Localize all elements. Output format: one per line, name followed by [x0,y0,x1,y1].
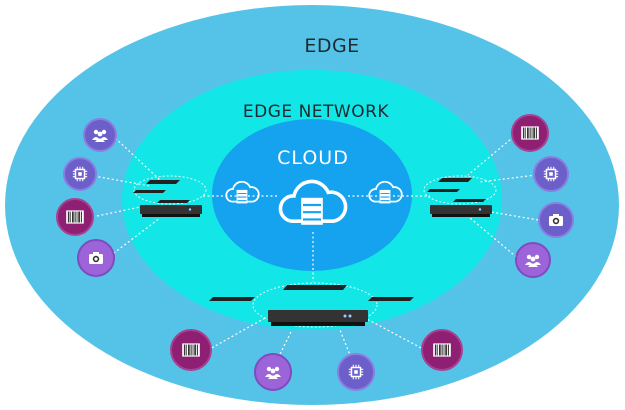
chip-icon [543,166,559,182]
device-camera-left [77,239,115,277]
cloud-label: CLOUD [277,147,349,169]
device-barcode-bottom-right [421,329,463,371]
barcode-icon [520,125,540,141]
device-people-left [83,118,117,152]
barcode-icon [65,209,85,225]
device-people-bottom [254,353,292,391]
edge-label: EDGE [304,35,359,57]
device-chip-bottom [337,353,375,391]
edge-network-label: EDGE NETWORK [243,102,389,122]
device-barcode-right [511,114,549,152]
chip-icon [348,364,364,380]
device-chip-left [63,157,97,191]
chip-icon [72,166,88,182]
device-camera-right [538,202,574,238]
right-switch-cluster [423,175,497,217]
device-barcode-bottom-left [170,329,212,371]
device-chip-right [533,156,569,192]
left-switch-cluster [133,175,207,217]
device-people-right [515,242,551,278]
barcode-icon [432,342,452,358]
cloud-core [212,119,412,271]
bottom-switch-cluster [209,282,414,328]
device-barcode-left [56,198,94,236]
barcode-icon [181,342,201,358]
